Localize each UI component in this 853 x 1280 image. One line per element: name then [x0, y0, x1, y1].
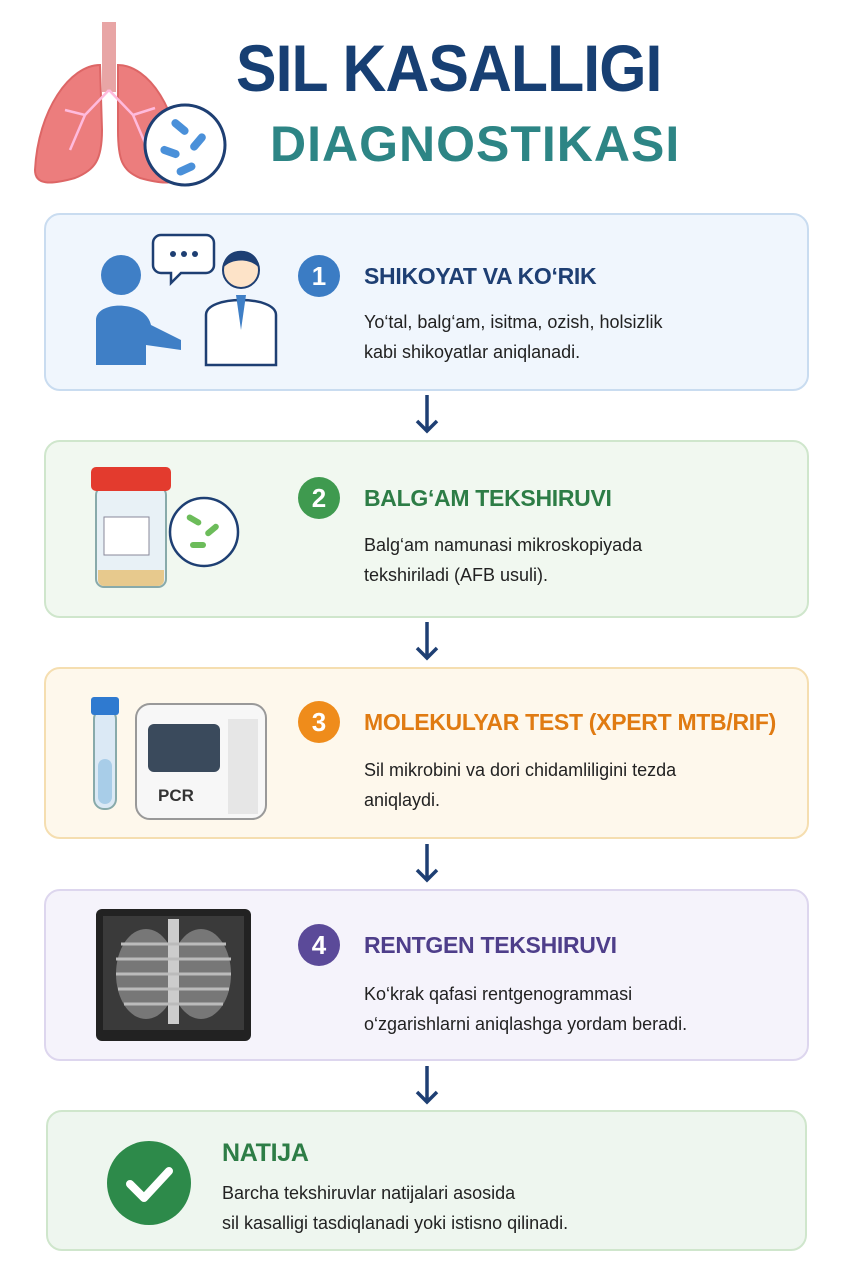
- doctor-patient-icon: [96, 233, 278, 367]
- step-desc-4: Ko‘krak qafasi rentgenogrammasi o‘zgarish…: [364, 979, 794, 1039]
- desc-line: o‘zgarishlarni aniqlashga yordam beradi.: [364, 1014, 688, 1034]
- arrow-down-icon: [415, 395, 439, 434]
- step-desc-1: Yo‘tal, balg‘am, isitma, ozish, holsizli…: [364, 307, 794, 367]
- page-subtitle: DIAGNOSTIKASI: [270, 116, 681, 172]
- desc-line: tekshiriladi (AFB usuli).: [364, 565, 549, 585]
- result-title: NATIJA: [222, 1139, 309, 1167]
- lungs-icon: [33, 22, 227, 187]
- desc-line: Sil mikrobini va dori chidamliligini tez…: [364, 760, 677, 780]
- step-title-4: RENTGEN TEKSHIRUVI: [364, 932, 617, 958]
- step-number-4: 4: [298, 924, 340, 966]
- step-title-1: SHIKOYAT VA KO‘RIK: [364, 263, 597, 289]
- xray-icon: [96, 909, 251, 1041]
- desc-line: Balg‘am namunasi mikroskopiyada: [364, 535, 643, 555]
- step-number-1: 1: [298, 255, 340, 297]
- desc-line: sil kasalligi tasdiqlanadi yoki istisno …: [222, 1213, 569, 1233]
- pcr-machine-icon: [91, 697, 267, 820]
- desc-line: Barcha tekshiruvlar natijalari asosida: [222, 1183, 516, 1203]
- arrow-down-icon: [415, 844, 439, 883]
- step-title-3: MOLEKULYAR TEST (XPERT MTB/RIF): [364, 709, 776, 735]
- step-desc-2: Balg‘am namunasi mikroskopiyada tekshiril…: [364, 530, 794, 590]
- step-card-1: 1 SHIKOYAT VA KO‘RIK Yo‘tal, balg‘am, is…: [44, 213, 809, 391]
- desc-line: aniqlaydi.: [364, 790, 441, 810]
- desc-line: Yo‘tal, balg‘am, isitma, ozish, holsizli…: [364, 312, 663, 332]
- result-card: NATIJA Barcha tekshiruvlar natijalari as…: [46, 1110, 807, 1251]
- checkmark-icon: [107, 1141, 191, 1225]
- step-number-3: 3: [298, 701, 340, 743]
- desc-line: Ko‘krak qafasi rentgenogrammasi: [364, 984, 633, 1004]
- result-desc: Barcha tekshiruvlar natijalari asosida si…: [222, 1178, 782, 1238]
- step-card-4: 4 RENTGEN TEKSHIRUVI Ko‘krak qafasi rent…: [44, 889, 809, 1061]
- desc-line: kabi shikoyatlar aniqlanadi.: [364, 342, 581, 362]
- step-number-2: 2: [298, 477, 340, 519]
- pcr-label: PCR: [158, 786, 194, 805]
- arrow-down-icon: [415, 622, 439, 661]
- step-title-2: BALG‘AM TEKSHIRUVI: [364, 485, 612, 511]
- step-card-3: PCR 3 MOLEKULYAR TEST (XPERT MTB/RIF) Si…: [44, 667, 809, 839]
- step-desc-3: Sil mikrobini va dori chidamliligini tez…: [364, 755, 794, 815]
- step-card-2: 2 BALG‘AM TEKSHIRUVI Balg‘am namunasi mi…: [44, 440, 809, 618]
- sputum-container-icon: [91, 467, 240, 588]
- arrow-down-icon: [415, 1066, 439, 1105]
- page-title: SIL KASALLIGI: [236, 31, 662, 105]
